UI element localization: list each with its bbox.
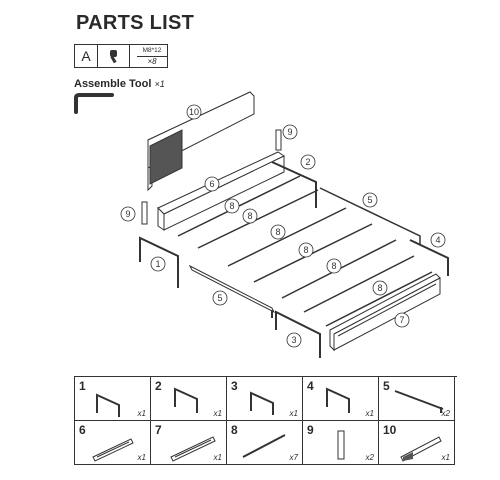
part-cell: 5 x2 [379,377,455,421]
part-qty: x1 [213,453,222,462]
slat [253,223,373,283]
part-number: 9 [307,423,314,437]
callout: 9 [287,127,292,137]
leg-icon [326,387,350,413]
part-number: 2 [155,379,162,393]
callout: 2 [305,157,310,167]
callout: 1 [155,259,160,269]
part-qty: x1 [137,453,146,462]
callout: 10 [189,107,199,117]
slat [303,255,415,313]
side-rail-left [188,264,276,314]
callout: 5 [367,195,372,205]
bolt-icon [98,45,130,67]
callout: 7 [399,315,404,325]
side-rail-icon [394,390,444,413]
hardware-table: A M8*12 ×8 [74,44,168,68]
part-number: 5 [383,379,390,393]
slat [227,207,347,267]
part-cell: 6 x1 [75,421,151,465]
leg-icon [174,387,198,413]
assemble-tool-label: Assemble Tool ×1 [74,78,165,90]
part-number: 7 [155,423,162,437]
part-cell: 7 x1 [151,421,227,465]
headboard-icon [400,436,442,462]
part-number: 3 [231,379,238,393]
post-icon [337,430,345,460]
part-qty: x7 [289,453,298,462]
slat [197,189,319,249]
part-qty: x1 [213,409,222,418]
assemble-tool-qty: ×1 [154,79,165,89]
hardware-letter: A [75,45,98,67]
callout: 8 [303,245,308,255]
rail-icon [92,438,134,462]
part-number: 8 [231,423,238,437]
callout: 9 [125,209,130,219]
callout: 4 [435,235,440,245]
callout: 8 [331,261,336,271]
part-number: 4 [307,379,314,393]
callout: 8 [377,283,382,293]
callout: 8 [247,211,252,221]
slat [325,271,433,327]
callout: 6 [209,179,214,189]
part-number: 10 [383,423,397,437]
part-cell: 9 x2 [303,421,379,465]
footboard-icon [170,436,216,462]
part-cell: 2 x1 [151,377,227,421]
callout: 5 [217,293,222,303]
part-cell: 1 x1 [75,377,151,421]
callout: 8 [275,227,280,237]
leg-icon [96,393,120,417]
callout: 3 [291,335,296,345]
hardware-spec: M8*12 [137,45,167,57]
part-qty: x1 [441,453,450,462]
part-qty: x1 [137,409,146,418]
part-qty: x2 [441,409,450,418]
part-qty: x1 [289,409,298,418]
part-number: 1 [79,379,86,393]
parts-grid: 1 x1 2 x1 3 x1 4 x1 5 x2 6 x1 7 x1 8 x7 … [74,376,457,465]
leg-icon [250,391,274,415]
hardware-qty: ×8 [147,57,157,66]
assemble-tool-text: Assemble Tool [74,78,152,90]
part-qty: x1 [365,409,374,418]
page-title: PARTS LIST [76,12,195,34]
part-number: 6 [79,423,86,437]
part-cell: 10 x1 [379,421,455,465]
part-cell: 3 x1 [227,377,303,421]
part-cell: 8 x7 [227,421,303,465]
part-cell: 4 x1 [303,377,379,421]
slat-icon [242,434,286,458]
part-qty: x2 [365,453,374,462]
callout: 8 [229,201,234,211]
